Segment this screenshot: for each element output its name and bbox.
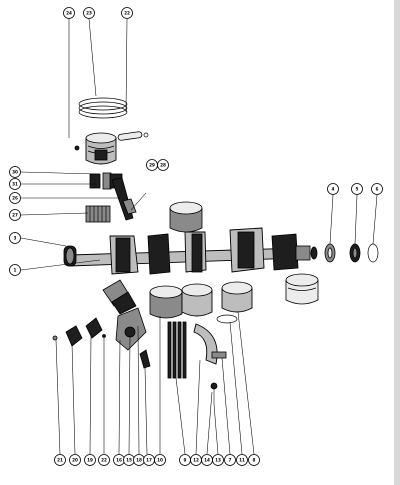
callout-16-label: 16: [116, 458, 122, 463]
callout-3: 3: [9, 232, 21, 244]
upper-piston: [85, 132, 117, 165]
callout-5-label: 5: [356, 187, 359, 192]
callout-19-label: 19: [87, 458, 93, 463]
leader-lines: [20, 18, 378, 455]
callout-21: 21: [54, 454, 66, 466]
piston-far-right: [285, 273, 319, 305]
needle-rollers: [167, 321, 187, 379]
callout-9-label: 9: [184, 458, 187, 463]
callout-10: 10: [154, 454, 166, 466]
callout-7: 7: [224, 454, 236, 466]
main-piston-right: [169, 201, 203, 233]
callout-29-label: 29: [149, 163, 155, 168]
callout-17-label: 17: [146, 458, 152, 463]
callout-5: 5: [351, 183, 363, 195]
wrist-pin: [74, 131, 149, 151]
piston-ring-low: [78, 105, 128, 119]
piston-rings-group: [78, 97, 128, 119]
page-edge: [394, 0, 400, 485]
callout-11-label: 11: [239, 458, 245, 463]
callout-23: 23: [83, 7, 95, 19]
callout-19: 19: [84, 454, 96, 466]
callout-8-label: 8: [253, 458, 256, 463]
callout-20: 20: [69, 454, 81, 466]
callout-21-label: 21: [57, 458, 63, 463]
callout-30-label: 30: [12, 170, 18, 175]
piston-ring-mid: [78, 101, 128, 115]
callout-12-label: 12: [193, 458, 199, 463]
callout-1-label: 1: [14, 268, 17, 273]
callout-28-label: 28: [160, 163, 166, 168]
callout-15: 15: [123, 454, 135, 466]
lower-pistons: [149, 281, 253, 324]
callout-20-label: 20: [72, 458, 78, 463]
callout-4-label: 4: [332, 187, 335, 192]
callout-31: 31: [9, 178, 21, 190]
callout-6-label: 6: [376, 187, 379, 192]
callout-4: 4: [327, 183, 339, 195]
callout-16: 16: [113, 454, 125, 466]
callout-28: 28: [157, 159, 169, 171]
callout-18-label: 18: [136, 458, 142, 463]
callout-22-bottom-label: 22: [101, 458, 107, 463]
callout-24: 24: [63, 7, 75, 19]
crankshaft: [63, 227, 318, 275]
callout-13-label: 13: [215, 458, 221, 463]
callout-12: 12: [190, 454, 202, 466]
callout-22-bottom: 22: [98, 454, 110, 466]
callout-26-label: 26: [12, 196, 18, 201]
callout-22: 22: [121, 7, 133, 19]
callout-3-label: 3: [14, 236, 17, 241]
callout-6: 6: [371, 183, 383, 195]
callout-15-label: 15: [126, 458, 132, 463]
callout-7-label: 7: [229, 458, 232, 463]
callout-26: 26: [9, 192, 21, 204]
piston-ring-top: [78, 97, 128, 111]
callout-27: 27: [9, 209, 21, 221]
lock-plates: [52, 317, 106, 347]
callout-17: 17: [143, 454, 155, 466]
right-seals: [324, 243, 379, 263]
callout-18: 18: [133, 454, 145, 466]
callout-14-label: 14: [204, 458, 210, 463]
callout-29: 29: [146, 159, 158, 171]
callout-14: 14: [201, 454, 213, 466]
callout-23-label: 23: [86, 11, 92, 16]
lower-rod-caps: [193, 323, 227, 404]
callout-9: 9: [179, 454, 191, 466]
callout-10-label: 10: [157, 458, 163, 463]
callout-22-label: 22: [124, 11, 130, 16]
needle-bearing-cage: [85, 205, 111, 223]
left-bearing-stack: [102, 279, 151, 369]
callout-13: 13: [212, 454, 224, 466]
callout-11: 11: [236, 454, 248, 466]
callout-1: 1: [9, 264, 21, 276]
callout-30: 30: [9, 166, 21, 178]
callout-31-label: 31: [12, 182, 18, 187]
callout-24-label: 24: [66, 11, 72, 16]
callout-8: 8: [248, 454, 260, 466]
callout-27-label: 27: [12, 213, 18, 218]
